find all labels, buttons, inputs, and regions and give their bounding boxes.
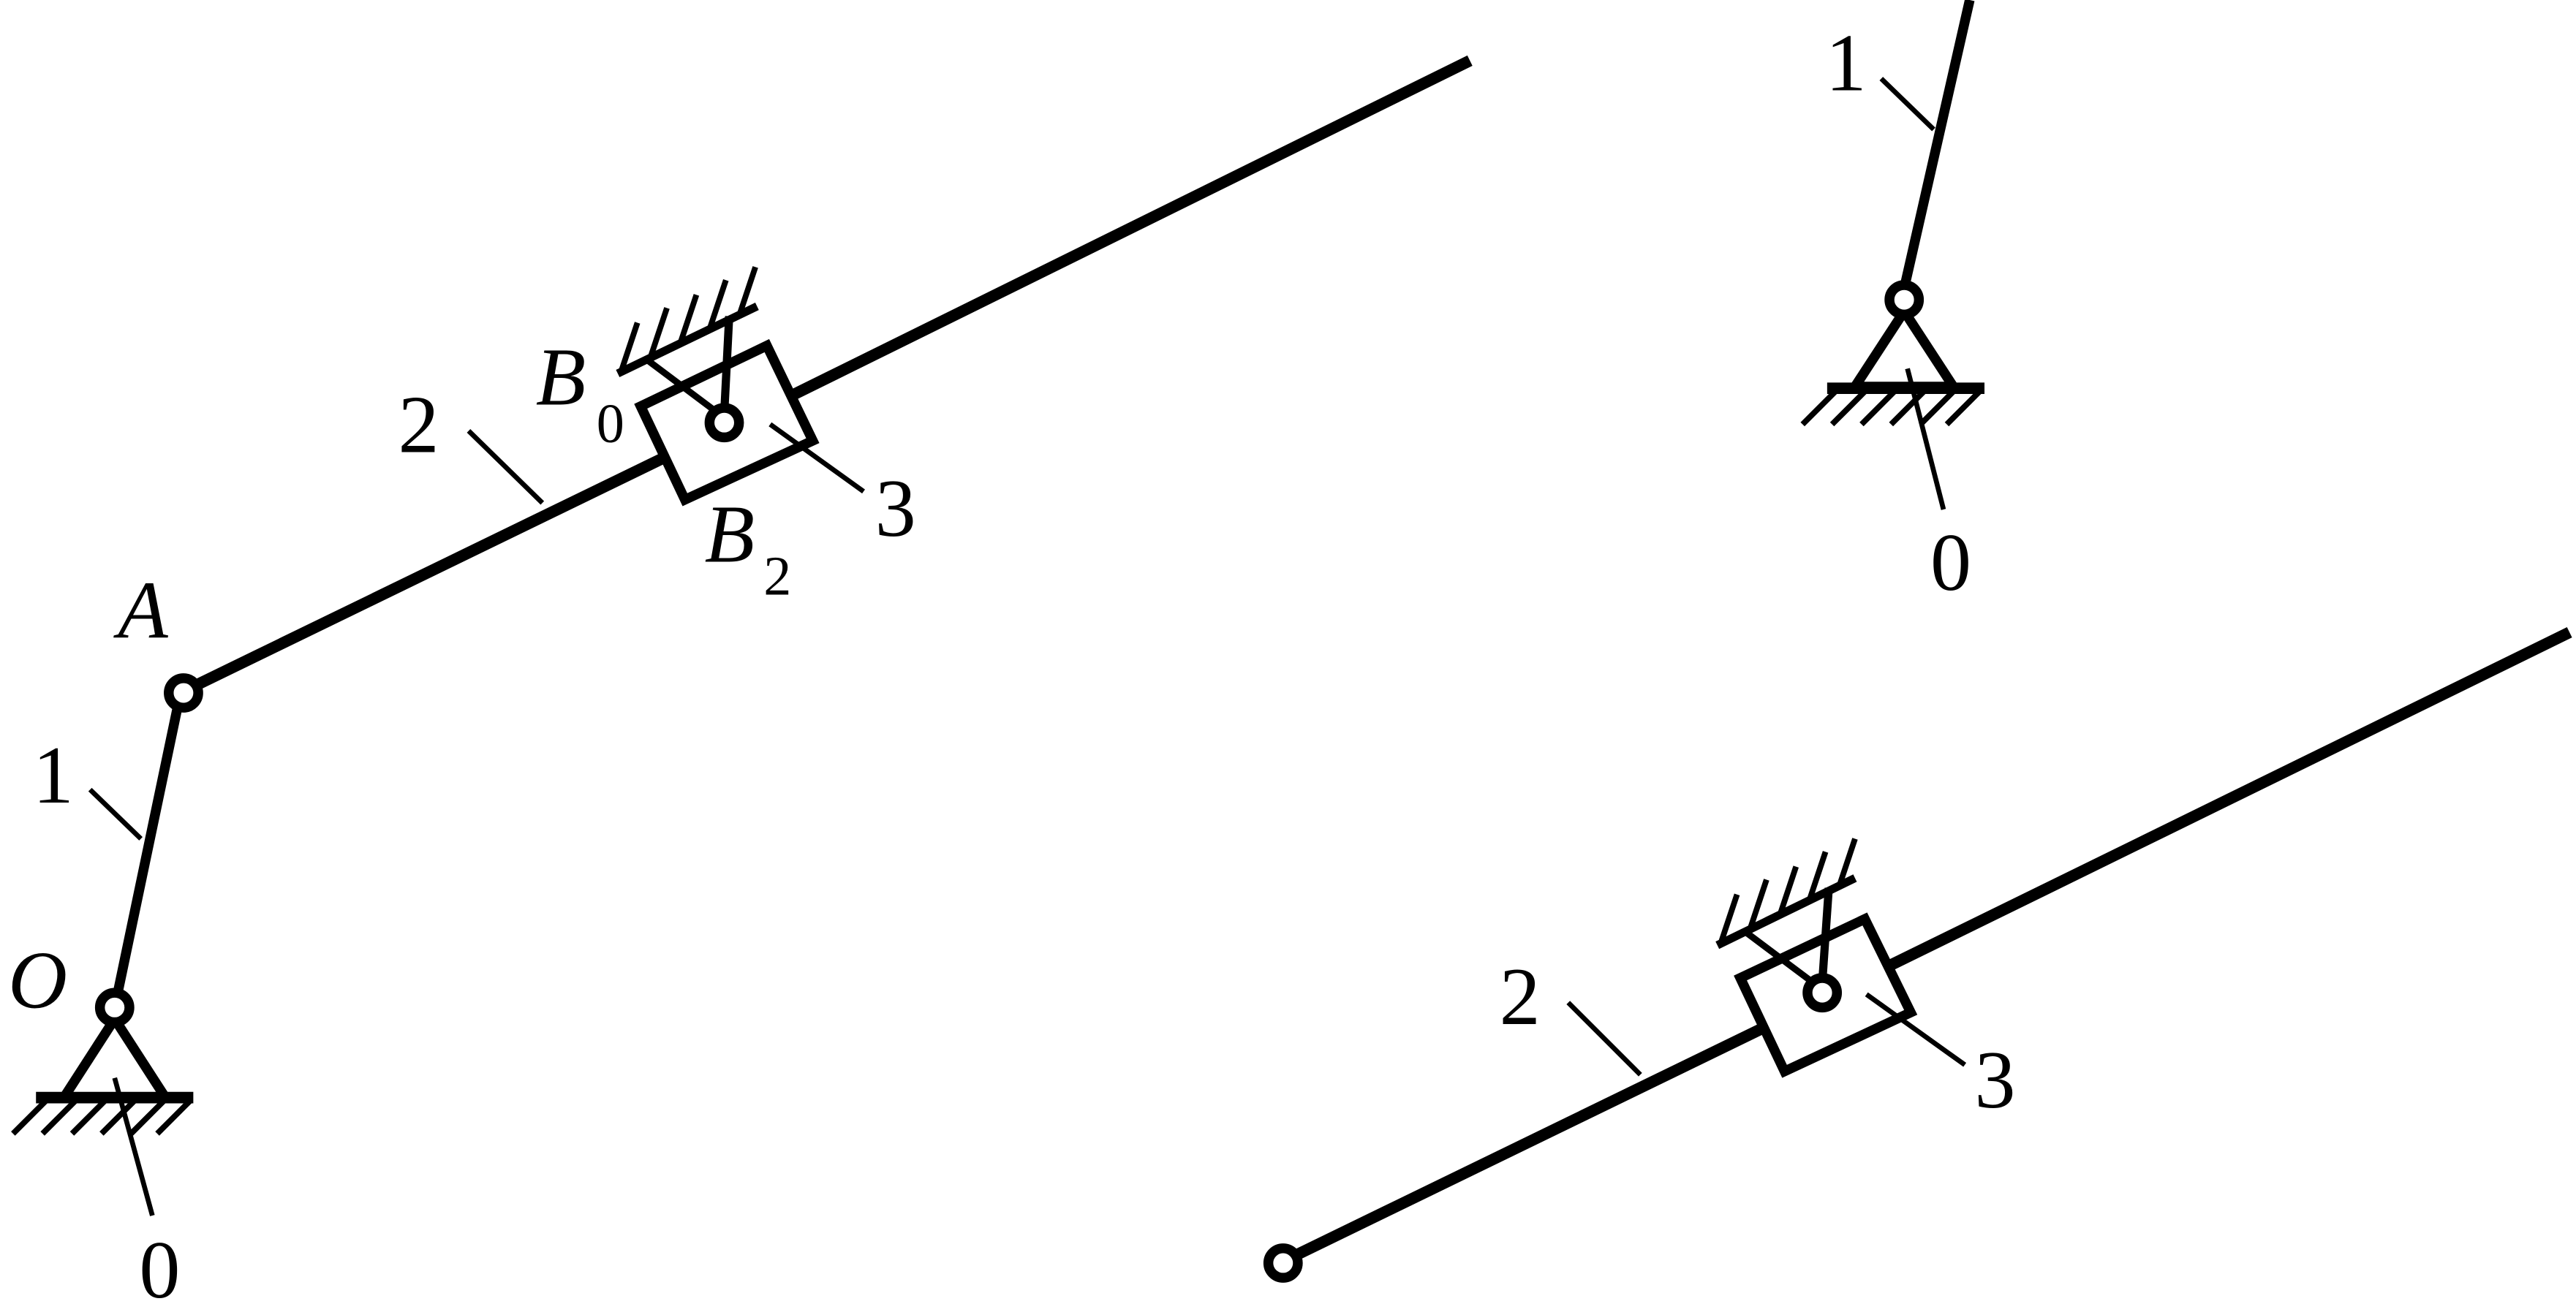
link-1-crank bbox=[110, 693, 186, 1009]
leader-3 bbox=[768, 422, 865, 494]
ground-hatch-o bbox=[11, 1099, 192, 1136]
slider-strut bbox=[719, 316, 733, 414]
br-pin bbox=[1802, 973, 1843, 1013]
label-joint-o: O bbox=[8, 935, 67, 1026]
br-slider-strut bbox=[1818, 887, 1833, 984]
br-label-link-2: 2 bbox=[1500, 952, 1541, 1042]
link-2-lower-segment bbox=[181, 453, 665, 697]
label-link-1: 1 bbox=[33, 730, 74, 821]
br-leader-3 bbox=[1865, 992, 1967, 1067]
label-sub-0: 0 bbox=[597, 393, 624, 455]
br-link-2-upper bbox=[1888, 627, 2572, 971]
label-joint-a: A bbox=[113, 565, 168, 656]
br-slider-diagonal bbox=[1741, 928, 1818, 988]
main-mechanism bbox=[11, 55, 1473, 1216]
leader-0 bbox=[112, 1077, 155, 1216]
label-point-b2: B bbox=[705, 490, 755, 580]
br-link-2-lower bbox=[1280, 1023, 1764, 1267]
coupler-slider-detail bbox=[1263, 627, 2572, 1283]
br-end-joint bbox=[1263, 1243, 1303, 1283]
label-link-2: 2 bbox=[399, 380, 439, 471]
label-sub-2: 2 bbox=[763, 546, 791, 607]
br-label-slider-3: 3 bbox=[1975, 1035, 2016, 1126]
link-2-upper-segment bbox=[787, 55, 1473, 402]
tr-leader-0 bbox=[1905, 368, 1946, 510]
pin-b bbox=[704, 403, 744, 443]
crank-ground-detail bbox=[1800, 0, 1985, 510]
tr-label-ground-0: 0 bbox=[1930, 518, 1971, 608]
slider-ground-line bbox=[616, 303, 759, 378]
tr-joint bbox=[1884, 280, 1925, 320]
tr-leader-1 bbox=[1879, 77, 1935, 132]
leader-lines-main bbox=[88, 422, 865, 1216]
joint-a bbox=[164, 673, 203, 713]
tr-leader-lines bbox=[1879, 77, 1946, 510]
label-ground-0: 0 bbox=[139, 1225, 180, 1304]
br-slider-ground-hatch bbox=[1718, 838, 1858, 945]
br-leader-lines bbox=[1566, 992, 1967, 1077]
tr-link-1 bbox=[1899, 0, 1975, 289]
leader-2 bbox=[467, 429, 545, 505]
leader-1 bbox=[88, 787, 143, 841]
slider-ground-hatch bbox=[618, 266, 758, 373]
tr-label-link-1: 1 bbox=[1826, 18, 1867, 108]
br-leader-2 bbox=[1566, 1001, 1642, 1077]
slider-diagonal bbox=[643, 356, 720, 416]
label-point-b0: B bbox=[536, 333, 586, 423]
joint-o bbox=[94, 988, 135, 1028]
label-slider-3: 3 bbox=[875, 463, 916, 554]
tr-ground-hatch bbox=[1800, 389, 1982, 427]
tr-ground-support bbox=[1846, 302, 1963, 392]
